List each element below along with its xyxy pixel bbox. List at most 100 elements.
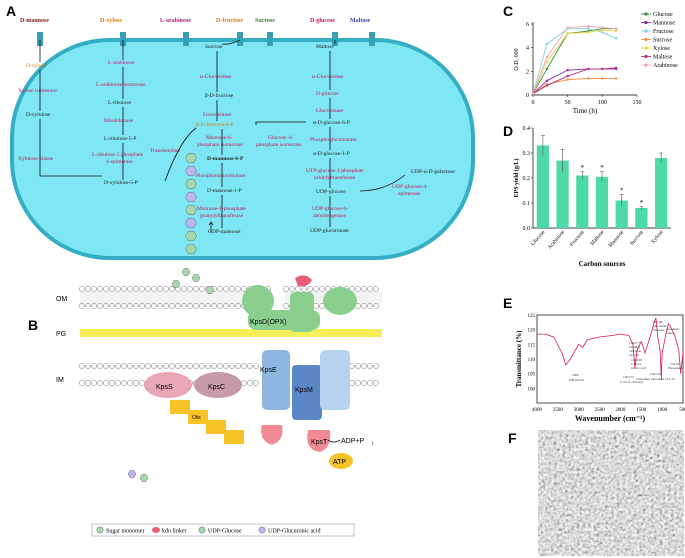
lipid-head bbox=[97, 303, 103, 309]
bar-xylose bbox=[655, 158, 668, 228]
free-monomer bbox=[171, 280, 181, 288]
enzyme-fructokinase: Fructokinase bbox=[203, 112, 232, 118]
metabolite-d-xylose: D-xylose bbox=[26, 63, 47, 69]
lipid-head bbox=[91, 303, 97, 309]
series-point-arabinose bbox=[545, 55, 549, 59]
ftir-annotation-19: Phosphate bbox=[668, 366, 682, 370]
lipid-head bbox=[151, 363, 157, 369]
series-point-maltose bbox=[566, 74, 569, 78]
enzyme-ribulokinase: Ribulokinase bbox=[104, 118, 134, 124]
chain-monomer bbox=[185, 165, 197, 177]
series-point-mannose bbox=[566, 68, 569, 72]
membrane-pg bbox=[80, 329, 382, 337]
lipid-head bbox=[349, 363, 355, 369]
lipid-head bbox=[115, 303, 121, 309]
lipid-head bbox=[367, 380, 373, 386]
lipid-head bbox=[85, 380, 91, 386]
sig-marker-fructose: * bbox=[581, 164, 585, 172]
lipid-head bbox=[91, 363, 97, 369]
y-tick-label: 120 bbox=[528, 329, 536, 334]
bar-arabinose bbox=[556, 160, 569, 228]
lipid-head bbox=[145, 303, 151, 309]
lipid-head bbox=[121, 380, 127, 386]
lipid-head bbox=[169, 286, 175, 292]
lipid-head bbox=[199, 286, 205, 292]
ftir-annotation-14: glucosidic bbox=[653, 324, 667, 328]
free-monomer bbox=[127, 470, 137, 478]
enzyme-a-glucosidase-1: α-Glucosidase bbox=[200, 74, 232, 80]
sig-marker-maltose: * bbox=[600, 164, 604, 172]
series-point-fructose bbox=[601, 31, 604, 34]
enzyme-phosphomannomutase: Phosphomannomutase bbox=[196, 173, 246, 179]
adp-sub-label: i bbox=[372, 441, 373, 447]
ftir-annotation-10: of C-H bbox=[629, 353, 639, 357]
kpsd-label: KpsD(OPX) bbox=[250, 319, 287, 326]
legend-marker-fructose bbox=[644, 29, 648, 33]
x-tick-label: 2500 bbox=[595, 408, 606, 413]
lipid-head bbox=[283, 303, 289, 309]
ftir-annotation-5: C=O of bbox=[631, 362, 642, 366]
series-point-xylose bbox=[615, 29, 618, 33]
lipid-head bbox=[235, 363, 241, 369]
kpsd-complex bbox=[242, 275, 357, 332]
series-point-arabinose bbox=[531, 92, 535, 96]
sig-marker-mannose: * bbox=[620, 186, 624, 194]
lipid-head bbox=[157, 303, 163, 309]
ftir-annotation-18: 554.20 bbox=[670, 362, 680, 366]
enzyme-utp-line1: UTP-glucose-1-phosphate bbox=[306, 168, 364, 174]
ftir-annotation-6: uronic acid bbox=[631, 366, 646, 370]
cell-diagram bbox=[10, 38, 475, 260]
transporter-4 bbox=[267, 32, 273, 46]
legend-icon-1 bbox=[152, 527, 160, 533]
sem-micrograph bbox=[538, 430, 684, 556]
enzyme-xylulose-kinase: Xylulose kinase bbox=[18, 156, 54, 162]
lipid-head bbox=[307, 286, 313, 292]
ftir-annotation-2: 1654.73 bbox=[623, 375, 634, 379]
lipid-head bbox=[229, 286, 235, 292]
plot-frame bbox=[536, 314, 684, 404]
lipid-head bbox=[199, 303, 205, 309]
y-tick-label: 4 bbox=[526, 46, 529, 52]
kpsm-label: KpsM bbox=[295, 387, 313, 394]
x-tick-label: 1000 bbox=[657, 408, 668, 413]
series-point-maltose bbox=[615, 66, 618, 69]
lipid-head bbox=[103, 286, 109, 292]
series-point-fructose bbox=[615, 37, 618, 40]
legend-marker-arabinose bbox=[644, 63, 648, 67]
series-point-arabinose bbox=[601, 26, 604, 29]
lipid-head bbox=[313, 303, 319, 309]
lipid-head bbox=[79, 380, 85, 386]
lipid-head bbox=[217, 303, 223, 309]
legend-marker-mannose bbox=[644, 20, 648, 25]
lipid-head bbox=[229, 303, 235, 309]
ftir-annotation-1: -OH stretch bbox=[568, 378, 584, 382]
lipid-head bbox=[187, 286, 193, 292]
lipid-head bbox=[157, 286, 163, 292]
transporter-label-1: D-xylose bbox=[100, 18, 122, 24]
enzyme-mannose-isomerase-line1: Mannose-6- bbox=[206, 135, 233, 141]
lipid-head bbox=[85, 363, 91, 369]
y-tick-label: 0.3 bbox=[523, 151, 531, 157]
lipid-head bbox=[109, 303, 115, 309]
ftir-annotation-12: Stretching vibrations of C-O bbox=[636, 377, 675, 381]
lipid-head bbox=[109, 286, 115, 292]
x-tick-label-sucrose: Sucrose bbox=[629, 229, 645, 247]
y-tick-label: 115 bbox=[528, 343, 536, 348]
lipid-head bbox=[133, 286, 139, 292]
y-tick-label: 0.1 bbox=[523, 201, 531, 207]
enzyme-udpg-epimerase-line1: UDP-glucose-4- bbox=[392, 184, 428, 190]
legend-marker-glucose bbox=[644, 12, 648, 16]
series-point-arabinose bbox=[615, 27, 618, 30]
legend-label-2: UDP-Glucose bbox=[208, 529, 242, 535]
lipid-head bbox=[373, 286, 379, 292]
ftir-annotation-4: 1412.00 bbox=[631, 358, 642, 362]
lipid-head bbox=[247, 380, 253, 386]
lipid-head bbox=[367, 303, 373, 309]
lipid-head bbox=[97, 363, 103, 369]
series-point-fructose bbox=[587, 27, 590, 30]
lipid-head bbox=[79, 363, 85, 369]
x-tick-label-arabinose: Arabinose bbox=[547, 229, 566, 251]
lipid-head bbox=[361, 286, 367, 292]
lipid-head bbox=[355, 286, 361, 292]
x-tick-label: 500 bbox=[679, 408, 685, 413]
